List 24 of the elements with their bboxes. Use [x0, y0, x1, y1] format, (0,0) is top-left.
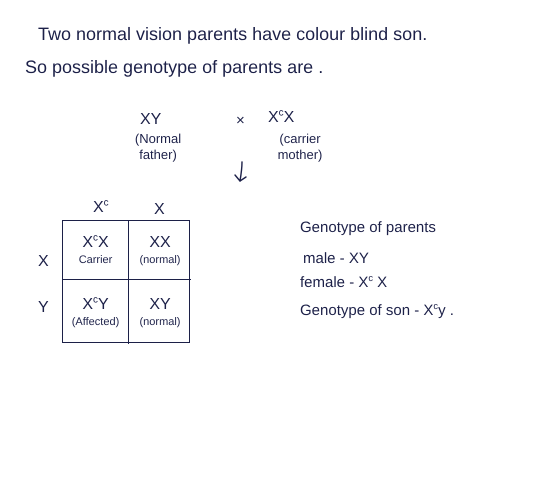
note-heading: Genotype of parents [300, 219, 436, 237]
cell-phenotype: Carrier [78, 254, 112, 267]
father-genotype: XY [140, 110, 162, 130]
mother-genotype: X$^{c}$X [268, 108, 294, 128]
cross-symbol: × [236, 112, 245, 130]
cell-phenotype: (normal) [140, 254, 180, 267]
question-sentence: Two normal vision parents have colour blind son. [38, 24, 428, 46]
intro-sentence: So possible genotype of parents are . [25, 57, 324, 79]
row-header: X [38, 252, 49, 272]
mother-caption: (carrier mother) [276, 131, 324, 162]
punnett-cell [63, 221, 129, 280]
cell-phenotype: (normal) [140, 316, 180, 329]
cell-genotype: XY [149, 295, 171, 314]
son-genotype-note: Genotype of son - X$^{c}$y . [300, 302, 454, 320]
cell-genotype: X$^{c}$Y [82, 295, 109, 314]
column-header: X [154, 200, 165, 220]
cell-genotype: XX [149, 233, 171, 252]
column-header: X$^{c}$ [93, 198, 109, 218]
father-caption: (Normal father) [134, 131, 182, 162]
cell-phenotype: (Affected) [72, 316, 120, 329]
female-genotype-note: female - X$^{c}$ X [300, 274, 388, 292]
row-header: Y [38, 298, 49, 318]
cell-genotype: X$^{c}$X [82, 233, 109, 252]
male-genotype-note: male - XY [303, 250, 369, 268]
